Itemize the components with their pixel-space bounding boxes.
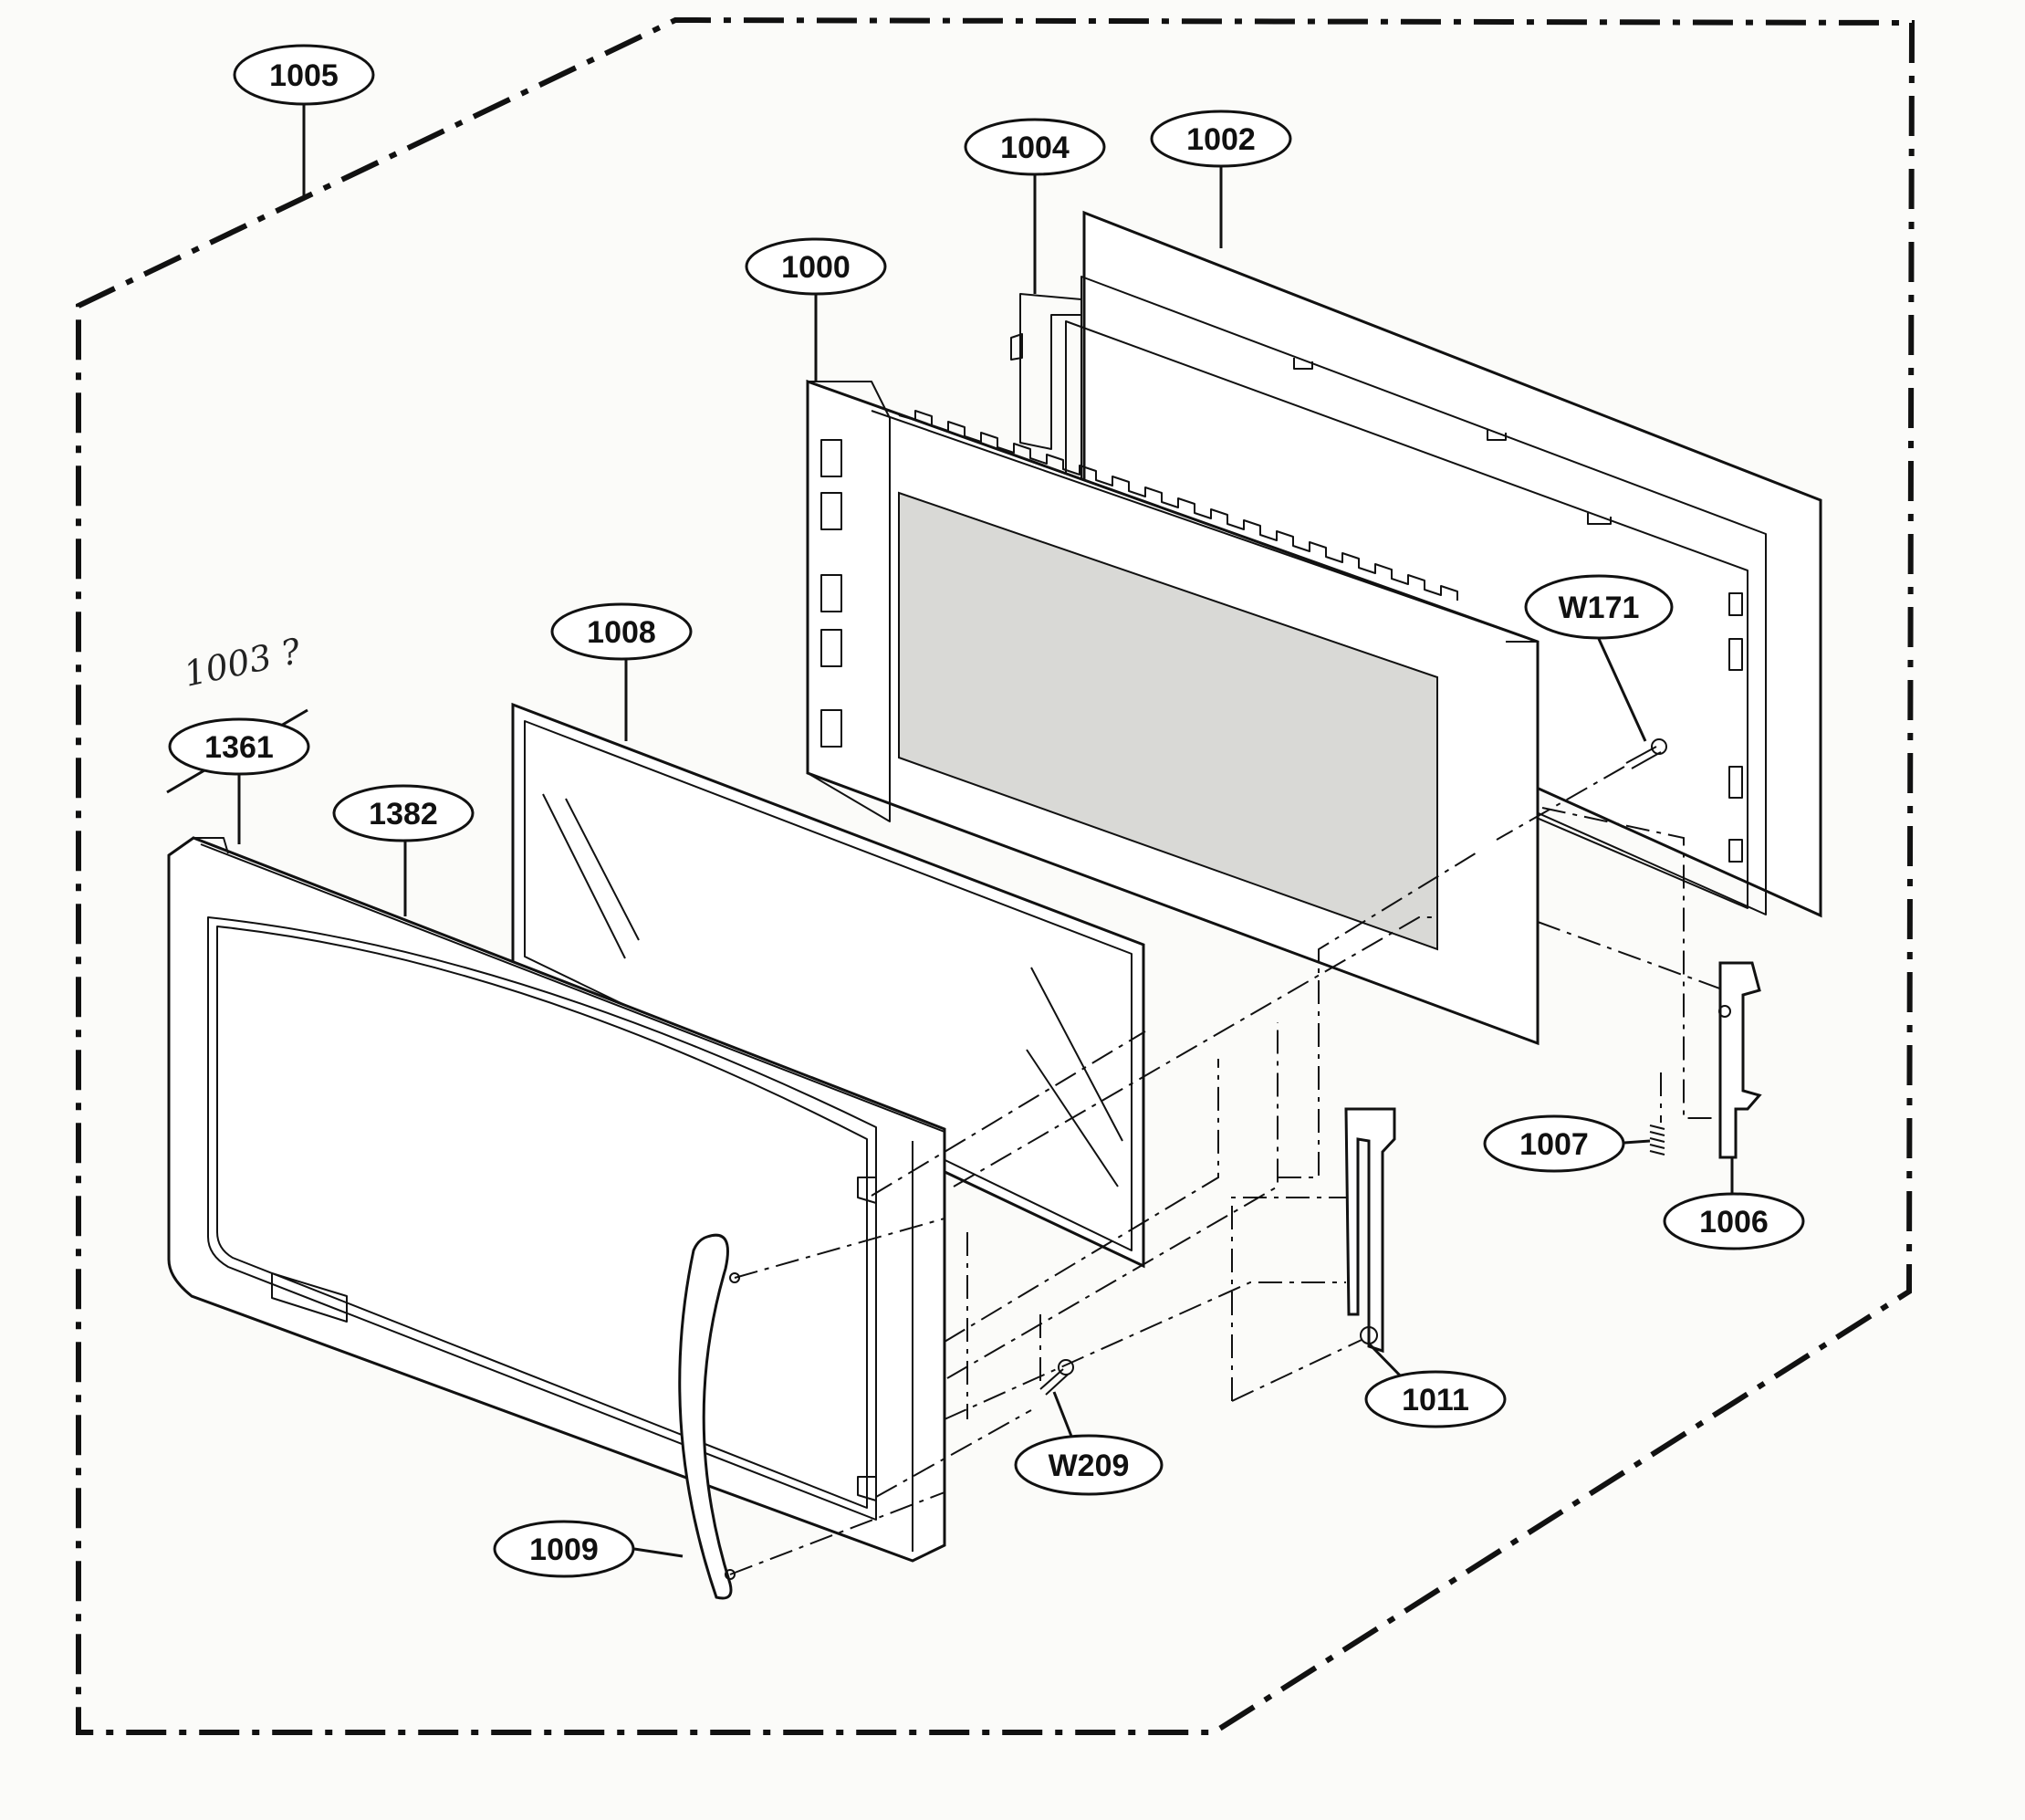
assembly-boundary — [76, 16, 1915, 1735]
part-1004-choke — [1010, 293, 1082, 450]
part-1382-door-front — [167, 836, 946, 1563]
callout-1004-label: 1004 — [1000, 131, 1070, 165]
callout-1006-label: 1006 — [1699, 1205, 1769, 1239]
callout-1000: 1000 — [745, 237, 887, 296]
part-1011-latch-bar — [1344, 1107, 1396, 1354]
callout-1000-label: 1000 — [781, 250, 851, 285]
callout-w209-label: W209 — [1049, 1449, 1130, 1483]
callout-1006: 1006 — [1663, 1192, 1805, 1250]
part-1006-latch-hook — [1718, 961, 1762, 1159]
callout-1382: 1382 — [332, 784, 475, 842]
callout-w171-label: W171 — [1559, 591, 1640, 625]
callout-1361-label: 1361 — [204, 730, 274, 765]
callout-leader-lines — [237, 104, 1734, 1558]
callout-1009-label: 1009 — [529, 1532, 599, 1567]
callout-1005-label: 1005 — [269, 58, 339, 93]
part-1009-door-handle — [678, 1233, 740, 1600]
callout-1002: 1002 — [1150, 110, 1292, 168]
part-1000-inner-door-panel — [806, 379, 1540, 1046]
callout-1002-label: 1002 — [1186, 122, 1256, 157]
callout-w209: W209 — [1014, 1434, 1164, 1496]
callout-1382-label: 1382 — [369, 797, 438, 832]
callout-w171: W171 — [1524, 574, 1674, 640]
callout-1008-label: 1008 — [587, 615, 656, 650]
callout-1005: 1005 — [233, 44, 375, 106]
callout-1011: 1011 — [1364, 1370, 1507, 1428]
callout-1011-label: 1011 — [1402, 1383, 1469, 1417]
handwritten-note: 1003 ? — [181, 631, 305, 695]
part-1008-door-glass — [511, 702, 1145, 1269]
part-w209-screw — [1039, 1359, 1074, 1396]
part-w171-screw — [1625, 738, 1667, 769]
callout-1007-label: 1007 — [1519, 1127, 1589, 1162]
callout-1009: 1009 — [493, 1520, 635, 1578]
assembly-guide-lines — [729, 766, 1726, 1575]
callout-1008: 1008 — [550, 602, 693, 661]
part-1002-door-frame — [1065, 210, 1822, 918]
callout-1361: 1361 — [168, 717, 310, 776]
part-1007-spring — [1649, 1124, 1665, 1156]
callout-1004: 1004 — [964, 118, 1106, 176]
callout-1007: 1007 — [1483, 1114, 1625, 1173]
